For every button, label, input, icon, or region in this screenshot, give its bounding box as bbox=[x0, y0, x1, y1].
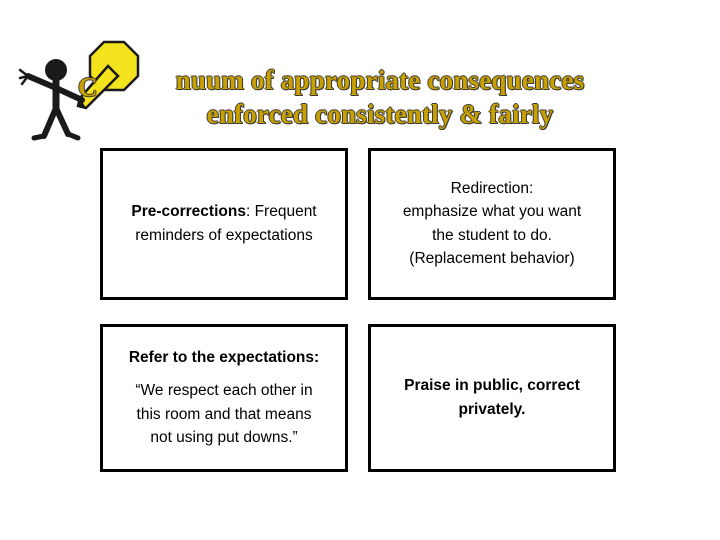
content-box-praise: Praise in public, correct privately. bbox=[368, 324, 616, 472]
redirection-heading: Redirection: bbox=[451, 179, 534, 199]
praise-line-2: privately. bbox=[458, 400, 526, 418]
clipart-stick-figure-with-pencil bbox=[12, 30, 152, 150]
page-title-line-2: enforced consistently & fairly bbox=[206, 98, 554, 129]
pre-corrections-line-1: Frequent bbox=[254, 203, 317, 221]
content-box-pre-corrections: Pre-corrections: Frequent reminders of e… bbox=[100, 148, 348, 300]
page-title: nuum of appropriate consequences enforce… bbox=[110, 64, 650, 132]
page-title-line-1: nuum of appropriate consequences bbox=[175, 65, 585, 95]
content-box-refer-to-expectations: Refer to the expectations: “We respect e… bbox=[100, 324, 348, 472]
redirection-line-2: the student to do. bbox=[432, 226, 552, 244]
redirection-line-1: emphasize what you want bbox=[402, 203, 582, 221]
pre-corrections-line-2: reminders of expectations bbox=[135, 226, 313, 244]
refer-quote-line-1: “We respect each other in bbox=[135, 382, 313, 400]
content-box-redirection: Redirection: emphasize what you want the… bbox=[368, 148, 616, 300]
refer-quote-line-2: this room and that means bbox=[136, 405, 312, 423]
redirection-label: Redirection bbox=[450, 179, 530, 197]
title-leading-letter: C bbox=[78, 72, 98, 102]
refer-quote-line-3: not using put downs.” bbox=[150, 428, 298, 446]
redirection-colon: : bbox=[529, 179, 534, 197]
redirection-line-3: (Replacement behavior) bbox=[409, 249, 575, 267]
pre-corrections-colon: : bbox=[245, 203, 251, 221]
refer-colon: : bbox=[314, 348, 320, 366]
pre-corrections-label: Pre-corrections bbox=[131, 203, 246, 221]
pre-corrections-text-line-1: Pre-corrections: Frequent bbox=[131, 202, 316, 222]
refer-heading: Refer to the expectations: bbox=[129, 348, 319, 368]
praise-line-1: Praise in public, correct bbox=[404, 377, 580, 395]
refer-label: Refer to the expectations bbox=[128, 348, 314, 366]
